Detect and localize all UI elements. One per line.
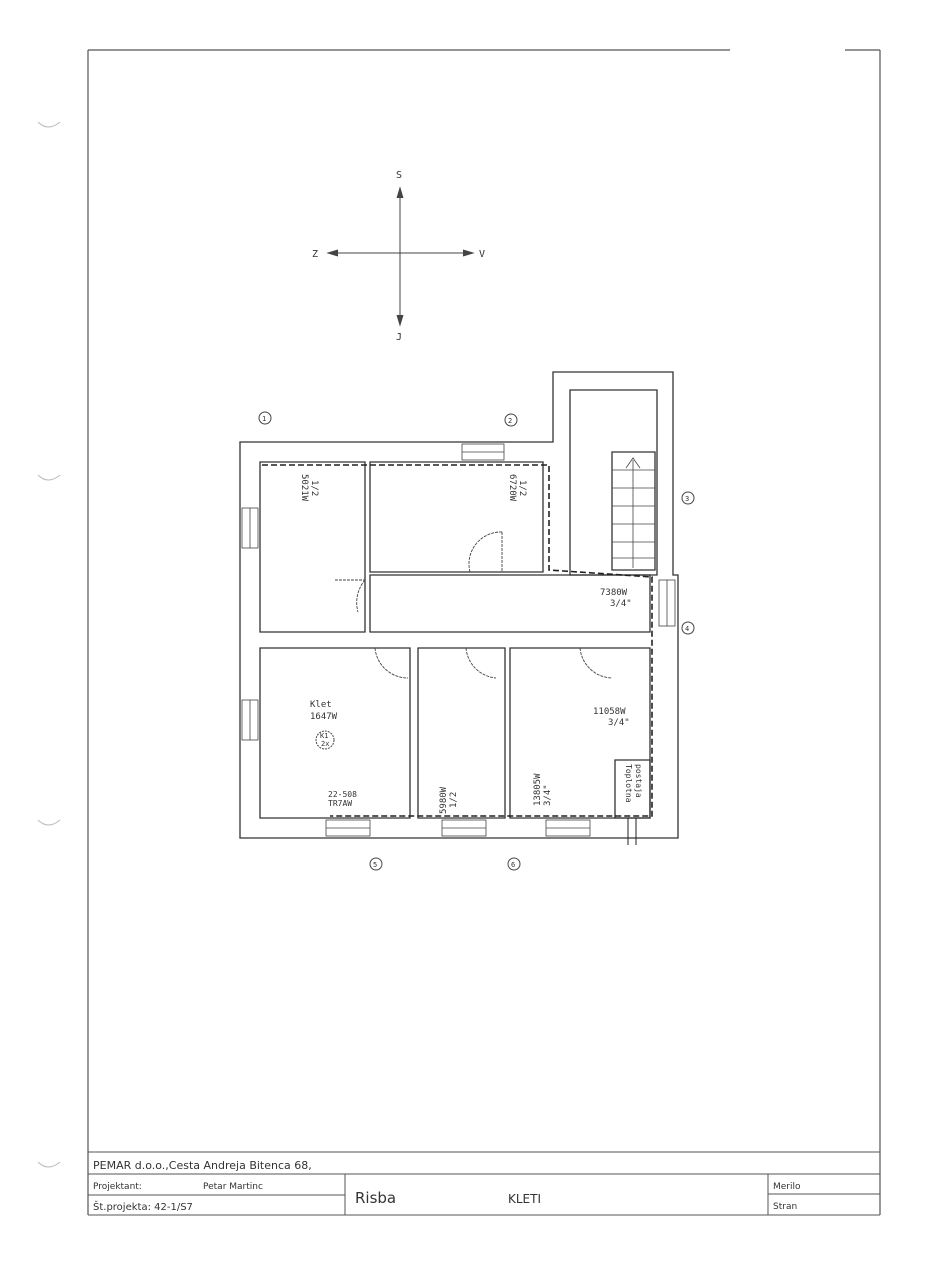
project-number: Št.projekta: 42-1/S7 (93, 1200, 193, 1213)
axis-6: 6 (511, 861, 515, 869)
sheet-frame (87, 49, 881, 1215)
compass-west-label: Z (312, 249, 318, 260)
klet-unit-2: TR7AW (328, 799, 352, 808)
company-name: PEMAR d.o.o.,Cesta Andreja Bitenca 68, (93, 1159, 312, 1172)
corridor-pipe: 3/4" (610, 599, 632, 609)
axis-1: 1 (262, 415, 266, 423)
klet-unit-1: 22-508 (328, 790, 357, 799)
axis-3: 3 (685, 495, 689, 503)
right-pipe-power: 13805W (533, 773, 543, 806)
corridor-power: 7380W (600, 588, 628, 598)
designer-name: Petar Martinc (203, 1182, 263, 1192)
axis-markers (258, 411, 695, 871)
compass-north-label: S (396, 170, 402, 181)
right-room-power: 11058W (593, 707, 626, 717)
scale-label: Merilo (773, 1182, 801, 1192)
drawing-label: Risba (355, 1189, 396, 1207)
boiler-label-2: postaja (634, 764, 643, 798)
walls (239, 371, 679, 839)
compass (326, 186, 475, 327)
designer-label: Projektant: (93, 1182, 142, 1192)
supply-arrows (627, 818, 637, 845)
page-label: Stran (773, 1202, 797, 1212)
klet-tag-2: 2x (321, 740, 329, 748)
axis-5: 5 (373, 861, 377, 869)
middle-room-pipe: 1/2 (449, 792, 459, 808)
room2-pipe: 1/2 (517, 480, 527, 496)
room2-power: 6720W (507, 474, 517, 502)
compass-east-label: V (479, 249, 485, 260)
boiler-label-1: Toplotna (624, 764, 633, 803)
stair-steps (612, 457, 655, 568)
doors (335, 531, 613, 679)
axis-4: 4 (685, 625, 689, 633)
right-pipe-size: 3/4" (543, 784, 553, 806)
room1-power: 5021W (299, 474, 309, 502)
right-room-pipe: 3/4" (608, 718, 630, 728)
drawing-title: KLETI (508, 1192, 541, 1206)
compass-south-label: J (396, 332, 402, 343)
title-block (88, 1151, 880, 1216)
punch-holes (37, 121, 61, 1168)
axis-2: 2 (508, 417, 512, 425)
klet-name: Klet (310, 700, 332, 710)
radiator-tag-circle (315, 730, 335, 750)
klet-tag-1: K1 (320, 732, 328, 740)
room1-pipe: 1/2 (309, 480, 319, 496)
klet-power: 1647W (310, 712, 338, 722)
heating-pipes (262, 464, 653, 817)
middle-room-power: 5980W (439, 786, 449, 814)
windows (241, 443, 676, 837)
